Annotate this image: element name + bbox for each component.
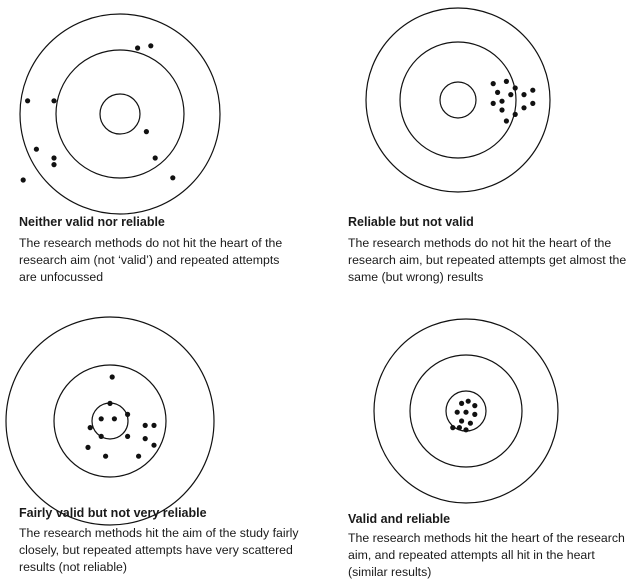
result-dot [85,444,91,450]
result-dot [467,420,473,426]
result-dot [472,411,478,417]
result-dot [512,85,518,91]
result-dot [463,427,469,433]
target-diagram [19,13,221,215]
outer-ring [19,13,221,215]
middle-ring [53,364,167,478]
result-dot [495,89,501,95]
result-dot [151,422,157,428]
result-dot [499,107,505,113]
middle-ring [55,49,185,179]
result-dot [152,155,158,161]
result-dot [25,98,31,104]
result-dot [20,177,26,183]
result-dot [51,98,57,104]
result-dot [465,398,471,404]
result-dot [103,453,109,459]
result-dot [33,146,39,152]
target-diagram [373,318,559,504]
panel-title: Fairly valid but not very reliable [19,506,207,520]
result-dot [456,425,462,431]
outer-ring [5,316,215,526]
result-dots [85,374,157,459]
result-dots [450,398,478,433]
result-dot [143,129,149,135]
result-dot [490,81,496,87]
result-dot [135,45,141,51]
result-dot [142,436,148,442]
result-dot [142,422,148,428]
result-dot [450,425,456,431]
result-dot [125,411,131,417]
result-dot [463,409,469,415]
target-diagram [365,7,551,193]
panel-description: The research methods do not hit the hear… [348,236,627,284]
target-diagram [5,316,215,526]
panel-title: Neither valid nor reliable [19,215,165,229]
result-dot [499,98,505,104]
bullseye-ring [99,93,141,135]
panel-title: Valid and reliable [348,512,451,526]
bullseye-ring [91,402,129,440]
result-dot [454,409,460,415]
result-dot [109,374,115,380]
result-dot [170,175,176,181]
result-dot [503,78,509,84]
result-dot [521,105,527,111]
outer-ring [365,7,551,193]
result-dot [51,162,57,168]
result-dot [521,92,527,98]
result-dot [98,416,104,422]
result-dot [503,118,509,124]
middle-ring [399,41,517,159]
result-dot [530,87,536,93]
bullseye-ring [439,81,477,119]
result-dot [151,442,157,448]
result-dot [87,425,93,431]
result-dot [459,400,465,406]
result-dots [490,78,536,124]
result-dot [508,92,514,98]
result-dot [459,418,465,424]
panel-description: The research methods do not hit the hear… [19,236,283,284]
result-dot [107,400,113,406]
middle-ring [409,354,523,468]
result-dot [98,433,104,439]
result-dot [111,416,117,422]
result-dot [530,100,536,106]
result-dot [136,453,142,459]
result-dot [148,43,154,49]
result-dots [20,43,176,183]
result-dot [490,100,496,106]
result-dot [472,403,478,409]
panel-description: The research methods hit the aim of the … [19,526,299,574]
result-dot [125,433,131,439]
panel-title: Reliable but not valid [348,215,474,229]
panel-description: The research methods hit the heart of th… [348,531,625,579]
result-dot [51,155,57,161]
outer-ring [373,318,559,504]
result-dot [512,111,518,117]
